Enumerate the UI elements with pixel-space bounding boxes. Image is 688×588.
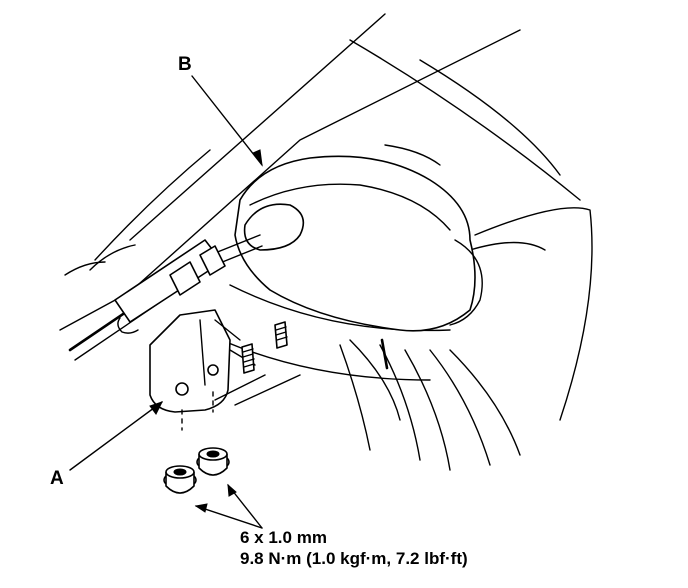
floor-panel — [59, 13, 581, 331]
flange-nut-2 — [196, 447, 230, 476]
mount-studs — [241, 321, 288, 374]
torque-spec: 9.8 N·m (1.0 kgf·m, 7.2 lbf·ft) — [240, 549, 468, 568]
heat-shield — [234, 155, 483, 332]
callout-label-b: B — [178, 54, 192, 75]
callout-label-a: A — [50, 468, 64, 489]
leader-b — [191, 75, 263, 167]
guide-lines — [181, 374, 301, 431]
leader-a — [69, 401, 163, 471]
bolt-size-spec: 6 x 1.0 mm — [240, 528, 327, 547]
leader-nuts — [194, 483, 263, 529]
flange-nut-1 — [163, 465, 197, 494]
mount-bracket — [114, 239, 256, 413]
